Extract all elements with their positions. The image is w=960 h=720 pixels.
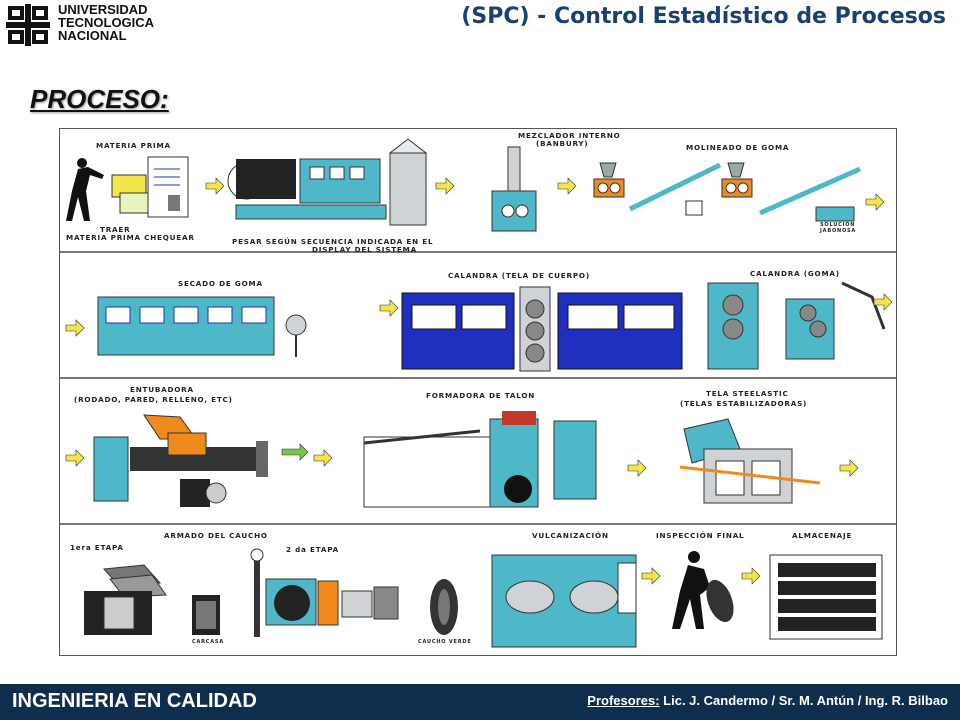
label-etapa2: 2 da ETAPA bbox=[286, 545, 339, 554]
row3-illustration bbox=[65, 411, 859, 508]
page-title: (SPC) - Control Estadístico de Procesos bbox=[461, 4, 946, 29]
diagram-row-3: ENTUBADORA (RODADO, PARED, RELLENO, ETC)… bbox=[60, 379, 896, 525]
row2-illustration bbox=[65, 281, 893, 372]
university-name: UNIVERSIDAD TECNOLOGICA NACIONAL bbox=[58, 2, 155, 43]
label-calandra-tela: CALANDRA (TELA DE CUERPO) bbox=[448, 271, 590, 280]
label-secado: SECADO DE GOMA bbox=[178, 279, 263, 288]
label-solucion-1: SOLUCIÓN bbox=[820, 222, 856, 228]
diagram-row-1: MATERIA PRIMA TRAER MATERIA PRIMA CHEQUE… bbox=[60, 129, 896, 254]
diagram-row-2: SECADO DE GOMA CALANDRA (TELA DE CUERPO)… bbox=[60, 253, 896, 379]
row1-illustration bbox=[66, 138, 885, 232]
label-mezclador-1: MEZCLADOR INTERNO bbox=[518, 131, 621, 140]
label-materia-chequear: MATERIA PRIMA CHEQUEAR bbox=[66, 233, 195, 242]
label-etapa1: 1era ETAPA bbox=[70, 543, 124, 552]
label-tela-sub: (TELAS ESTABILIZADORAS) bbox=[680, 399, 808, 408]
label-entubadora: ENTUBADORA bbox=[130, 385, 194, 394]
professors-names: Lic. J. Candermo / Sr. M. Antún / Ing. R… bbox=[663, 693, 948, 708]
worker-icon bbox=[66, 158, 104, 221]
utn-logo-icon bbox=[6, 4, 50, 46]
footer-course: INGENIERIA EN CALIDAD bbox=[12, 690, 257, 712]
footer-professors: Profesores: Lic. J. Candermo / Sr. M. An… bbox=[587, 693, 948, 708]
label-mezclador-2: (BANBURY) bbox=[536, 139, 589, 148]
label-materia-prima: MATERIA PRIMA bbox=[96, 141, 171, 150]
label-molineado: MOLINEADO DE GOMA bbox=[686, 143, 790, 152]
footer: INGENIERIA EN CALIDAD Profesores: Lic. J… bbox=[0, 684, 960, 720]
label-traer: TRAER bbox=[100, 225, 131, 234]
row4-illustration bbox=[84, 548, 883, 648]
label-armado: ARMADO DEL CAUCHO bbox=[164, 531, 268, 540]
diagram-row-4: ARMADO DEL CAUCHO 1era ETAPA 2 da ETAPA … bbox=[60, 525, 896, 655]
label-inspeccion: INSPECCIÓN FINAL bbox=[656, 531, 745, 540]
process-diagram: MATERIA PRIMA TRAER MATERIA PRIMA CHEQUE… bbox=[59, 128, 897, 656]
label-vulcanizacion: VULCANIZACIÓN bbox=[532, 531, 609, 540]
label-calandra-goma: CALANDRA (GOMA) bbox=[750, 269, 840, 278]
label-caucho-verde: CAUCHO VERDE bbox=[418, 639, 472, 645]
label-pesar-1: PESAR SEGÚN SECUENCIA INDICADA EN EL bbox=[232, 237, 434, 246]
professors-label: Profesores: bbox=[587, 693, 660, 708]
label-almacenaje: ALMACENAJE bbox=[792, 531, 853, 540]
label-entubadora-sub: (RODADO, PARED, RELLENO, ETC) bbox=[74, 395, 233, 404]
section-heading: PROCESO: bbox=[30, 84, 169, 114]
header: UNIVERSIDAD TECNOLOGICA NACIONAL (SPC) -… bbox=[0, 0, 960, 52]
label-formadora: FORMADORA DE TALON bbox=[426, 391, 536, 400]
label-carcasa: CARCASA bbox=[192, 639, 224, 645]
label-pesar-2: DISPLAY DEL SISTEMA bbox=[312, 245, 417, 254]
label-solucion-2: JABONOSA bbox=[820, 228, 857, 234]
label-tela-steel: TELA STEELASTIC bbox=[706, 389, 789, 398]
